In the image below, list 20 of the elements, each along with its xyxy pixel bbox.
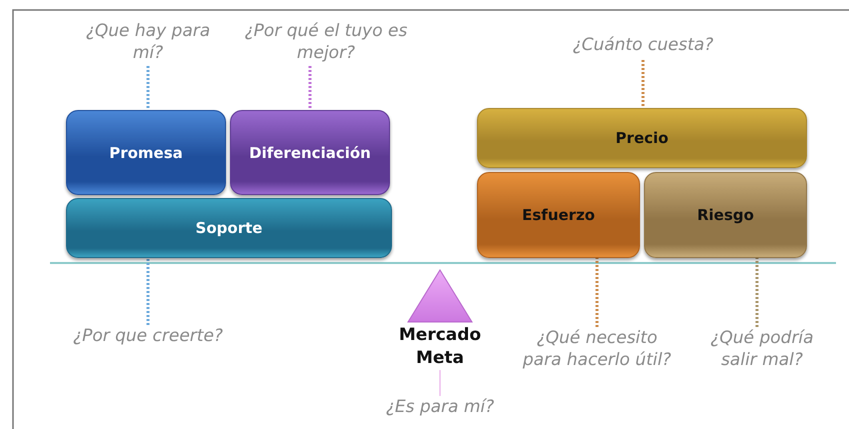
question-label: ¿Qué podría salir mal? bbox=[690, 327, 834, 375]
question-label: ¿Por que creerte? bbox=[52, 325, 244, 351]
question-label: ¿Cuánto cuesta? bbox=[560, 34, 726, 60]
pillar-block: Esfuerzo bbox=[477, 172, 640, 258]
question-label: ¿Que hay para mí? bbox=[70, 20, 226, 66]
leader-line bbox=[596, 258, 598, 327]
target-label: Mercado Meta bbox=[398, 324, 482, 370]
pillar-block: Diferenciación bbox=[230, 110, 390, 195]
leader-line bbox=[756, 258, 758, 327]
question-label: ¿Es para mí? bbox=[370, 396, 510, 422]
leader-line bbox=[642, 60, 644, 108]
pillar-block: Riesgo bbox=[644, 172, 807, 258]
pillar-block: Soporte bbox=[66, 198, 392, 258]
question-label: ¿Por qué el tuyo es mejor? bbox=[228, 20, 424, 66]
leader-line bbox=[146, 258, 150, 325]
question-label: ¿Qué necesito para hacerlo útil? bbox=[522, 327, 672, 397]
pillar-block: Promesa bbox=[66, 110, 226, 195]
leader-line bbox=[308, 66, 312, 110]
leader-line bbox=[146, 66, 150, 110]
pillar-block: Precio bbox=[477, 108, 807, 168]
